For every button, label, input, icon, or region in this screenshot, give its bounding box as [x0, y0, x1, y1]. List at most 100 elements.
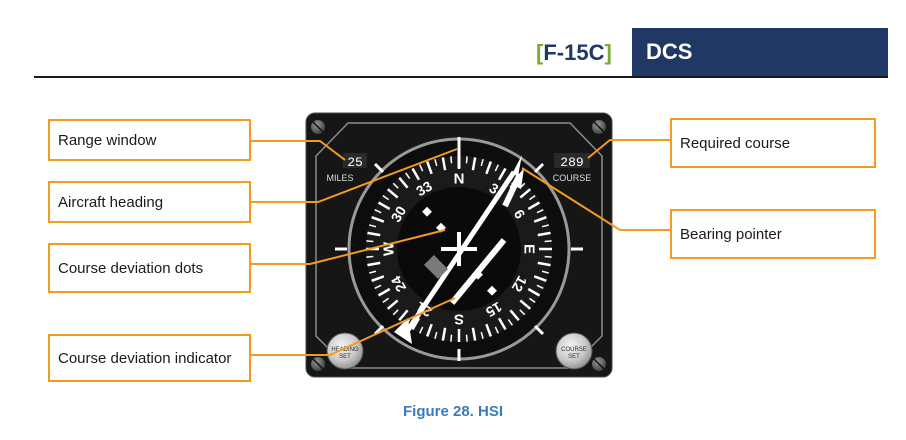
compass-tick: [541, 270, 550, 274]
compass-tick: [537, 231, 551, 237]
compass-tick: [450, 156, 453, 164]
course-window: [554, 153, 590, 168]
compass-label: E: [521, 244, 538, 254]
compass-tick: [497, 317, 507, 331]
compass-label: 15: [483, 299, 505, 321]
compass-tick: [366, 240, 374, 243]
course-deviation-indicator: [449, 238, 507, 305]
bracket-close: ]: [604, 40, 612, 65]
course-value: 289: [560, 155, 583, 170]
compass-tick: [480, 158, 484, 167]
heading-set-label: SET: [339, 354, 351, 360]
compass-tick: [527, 201, 541, 211]
compass-tick: [382, 195, 389, 201]
callout-course-deviation-dots: Course deviation dots: [48, 243, 251, 293]
range-label: MILES: [326, 173, 353, 183]
compass-tick: [398, 309, 409, 322]
compass-tick: [434, 331, 438, 340]
figure-caption: Figure 28. HSI: [402, 403, 504, 420]
callout-required-course: Required course: [670, 118, 876, 168]
compass-tick: [519, 309, 526, 316]
compass-tick: [533, 216, 547, 223]
compass-tick: [374, 209, 382, 214]
leader-range-window: [250, 140, 346, 161]
compass-tick: [537, 261, 551, 267]
course-label: COURSE: [553, 173, 592, 183]
compass-tick: [494, 164, 499, 172]
compass-label: 24: [387, 273, 409, 295]
compass-tick: [366, 255, 374, 258]
compass-tick: [426, 323, 433, 337]
compass-tick: [392, 182, 399, 189]
compass-tick: [367, 231, 381, 237]
compass-tick: [450, 334, 453, 342]
compass-tick: [441, 157, 447, 171]
aircraft-model-title: [F-15C]: [536, 40, 612, 66]
leader-bearing-pointer: [521, 167, 670, 231]
compass-tick: [519, 188, 532, 199]
compass-label: 12: [509, 273, 531, 295]
leader-course-deviation-dots: [250, 229, 446, 265]
course-set-knob[interactable]: COURSE SET: [555, 332, 593, 370]
course-set-label: SET: [568, 354, 580, 360]
compass-tick: [371, 216, 385, 223]
compass-tick: [509, 309, 520, 322]
compass-tick: [371, 275, 385, 282]
compass-tick: [536, 284, 544, 289]
range-value: 25: [347, 155, 363, 170]
compass-label: 33: [413, 177, 435, 199]
compass-tick: [419, 326, 424, 334]
compass-tick: [374, 284, 382, 289]
callout-label: Aircraft heading: [58, 193, 164, 211]
to-from-flag: [423, 254, 449, 280]
heading-set-knob[interactable]: HEADING SET: [326, 332, 364, 370]
compass-tick: [533, 275, 547, 282]
compass-tick: [485, 161, 492, 175]
compass-tick: [434, 158, 438, 167]
leader-required-course: [587, 139, 670, 159]
compass-tick: [480, 331, 484, 340]
compass-tick: [507, 319, 513, 326]
compass-tick: [465, 156, 468, 164]
header-rule: [34, 76, 888, 78]
compass-label: N: [454, 171, 465, 188]
range-window: [343, 153, 367, 168]
bracket-open: [: [536, 40, 544, 65]
leader-aircraft-heading: [250, 148, 458, 203]
compass-tick: [386, 188, 399, 199]
compass-tick: [368, 224, 377, 228]
compass-tick: [368, 270, 377, 274]
callout-label: Bearing pointer: [680, 225, 782, 243]
screw-icon: [592, 120, 606, 134]
compass-tick: [405, 172, 411, 179]
callout-range-window: Range window: [48, 119, 251, 161]
compass-tick: [411, 167, 421, 181]
compass-tick: [419, 164, 424, 172]
compass-tick: [536, 209, 544, 214]
aircraft-symbol-icon: [441, 232, 477, 266]
screw-icon: [592, 357, 606, 371]
compass-tick: [377, 201, 391, 211]
compass-tick: [382, 297, 389, 303]
compass-tick: [527, 287, 541, 297]
compass-tick: [529, 297, 536, 303]
screw-icon: [311, 120, 325, 134]
compass-tick: [398, 176, 409, 189]
callout-label: Course deviation indicator: [58, 349, 232, 367]
course-set-label: COURSE: [561, 347, 587, 353]
callout-leaders: [250, 139, 670, 356]
compass-tick: [426, 161, 433, 175]
compass-tick: [471, 327, 477, 341]
screw-icon: [311, 357, 325, 371]
compass-tick: [367, 261, 381, 267]
compass-tick: [411, 317, 421, 331]
compass-tick: [471, 157, 477, 171]
heading-set-label: HEADING: [331, 347, 359, 353]
callout-label: Range window: [58, 131, 157, 149]
compass-tick: [485, 323, 492, 337]
compass-tick: [519, 299, 532, 310]
brand-name: DCS: [646, 39, 693, 64]
compass-tick: [541, 224, 550, 228]
brand-banner: DCS: [632, 28, 888, 76]
